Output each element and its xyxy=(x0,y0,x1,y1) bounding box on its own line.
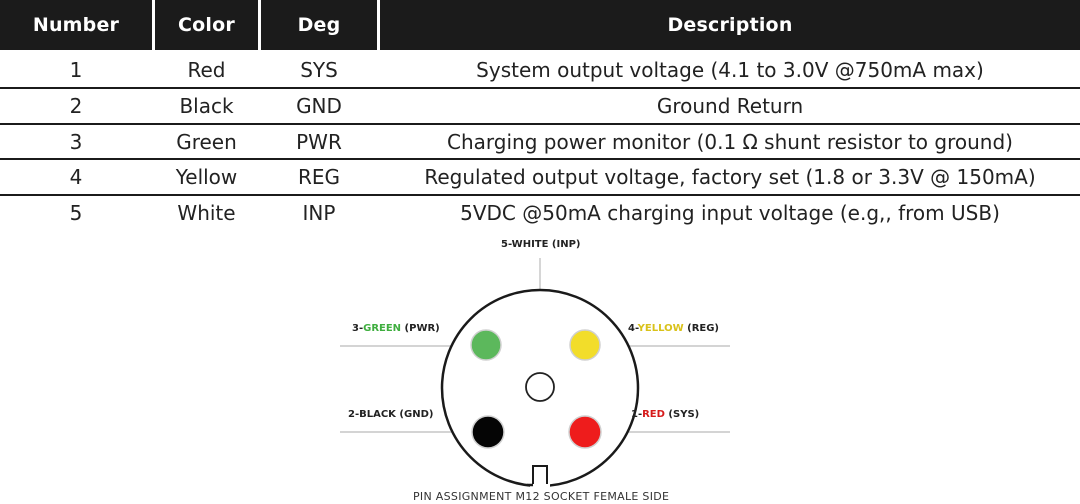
cell-deg: GND xyxy=(296,93,342,118)
label-num: 1- xyxy=(631,409,643,420)
cell-number: 4 xyxy=(69,164,83,189)
table-row: 4 Yellow REG Regulated output voltage, f… xyxy=(0,159,1080,194)
cell-description: Ground Return xyxy=(656,93,804,118)
pin-4-yellow xyxy=(569,329,601,361)
pin-2-black xyxy=(471,415,505,449)
pin-3-green xyxy=(470,329,502,361)
cell-description: System output voltage (4.1 to 3.0V @750m… xyxy=(476,57,984,82)
row-divider xyxy=(0,194,1080,196)
cell-color: Black xyxy=(179,93,234,118)
header-deg: Deg xyxy=(261,0,377,50)
connector-drawing xyxy=(340,258,730,492)
cell-color: White xyxy=(177,200,236,225)
row-divider xyxy=(0,158,1080,160)
label-num: 2- xyxy=(348,409,360,420)
label-signal: (INP) xyxy=(548,239,581,250)
cell-number: 5 xyxy=(69,200,83,225)
diagram-caption: PIN ASSIGNMENT M12 SOCKET FEMALE SIDE xyxy=(413,490,670,503)
cell-color: Red xyxy=(187,57,226,82)
cell-number: 2 xyxy=(69,93,83,118)
cell-deg: SYS xyxy=(300,57,338,82)
label-num: 5- xyxy=(501,239,512,250)
label-color-word: BLACK xyxy=(359,409,396,420)
cell-deg: REG xyxy=(297,164,341,189)
label-pin-4: 4-YELLOW (REG) xyxy=(628,323,719,334)
cell-number: 3 xyxy=(69,129,83,154)
label-signal: (SYS) xyxy=(664,409,700,420)
pin-1-red xyxy=(568,415,602,449)
table-row: 1 Red SYS System output voltage (4.1 to … xyxy=(0,52,1080,87)
label-num: 4- xyxy=(628,323,638,334)
label-signal: (GND) xyxy=(395,409,434,420)
cell-deg: PWR xyxy=(296,129,342,154)
table-row: 3 Green PWR Charging power monitor (0.1 … xyxy=(0,124,1080,159)
label-pin-1: 1-RED (SYS) xyxy=(631,409,699,420)
cell-description: 5VDC @50mA charging input voltage (e.g,,… xyxy=(460,200,1000,225)
label-color-word: YELLOW xyxy=(637,323,684,334)
cell-number: 1 xyxy=(69,57,83,82)
cell-deg: INP xyxy=(302,200,336,225)
pin-5-white xyxy=(525,372,555,402)
header-color: Color xyxy=(155,0,258,50)
cell-description: Regulated output voltage, factory set (1… xyxy=(424,164,1036,189)
label-num: 3- xyxy=(352,323,364,334)
row-divider xyxy=(0,123,1080,125)
cell-color: Yellow xyxy=(175,164,238,189)
label-color-word: RED xyxy=(642,409,665,420)
label-pin-2: 2-BLACK (GND) xyxy=(348,409,433,420)
m12-connector-diagram: 5-WHITE (INP) 3-GREEN (PWR) 4-YELLOW (RE… xyxy=(0,230,1080,504)
label-color-word: WHITE xyxy=(511,239,549,250)
header-number: Number xyxy=(0,0,152,50)
table-row: 5 White INP 5VDC @50mA charging input vo… xyxy=(0,195,1080,230)
label-pin-5: 5-WHITE (INP) xyxy=(501,239,581,250)
row-divider xyxy=(0,87,1080,89)
cell-color: Green xyxy=(176,129,237,154)
cell-description: Charging power monitor (0.1 Ω shunt resi… xyxy=(447,129,1013,154)
label-signal: (PWR) xyxy=(401,323,440,334)
label-signal: (REG) xyxy=(683,323,720,334)
header-description: Description xyxy=(380,0,1080,50)
label-color-word: GREEN xyxy=(363,323,402,334)
table-row: 2 Black GND Ground Return xyxy=(0,88,1080,123)
label-pin-3: 3-GREEN (PWR) xyxy=(352,323,440,334)
